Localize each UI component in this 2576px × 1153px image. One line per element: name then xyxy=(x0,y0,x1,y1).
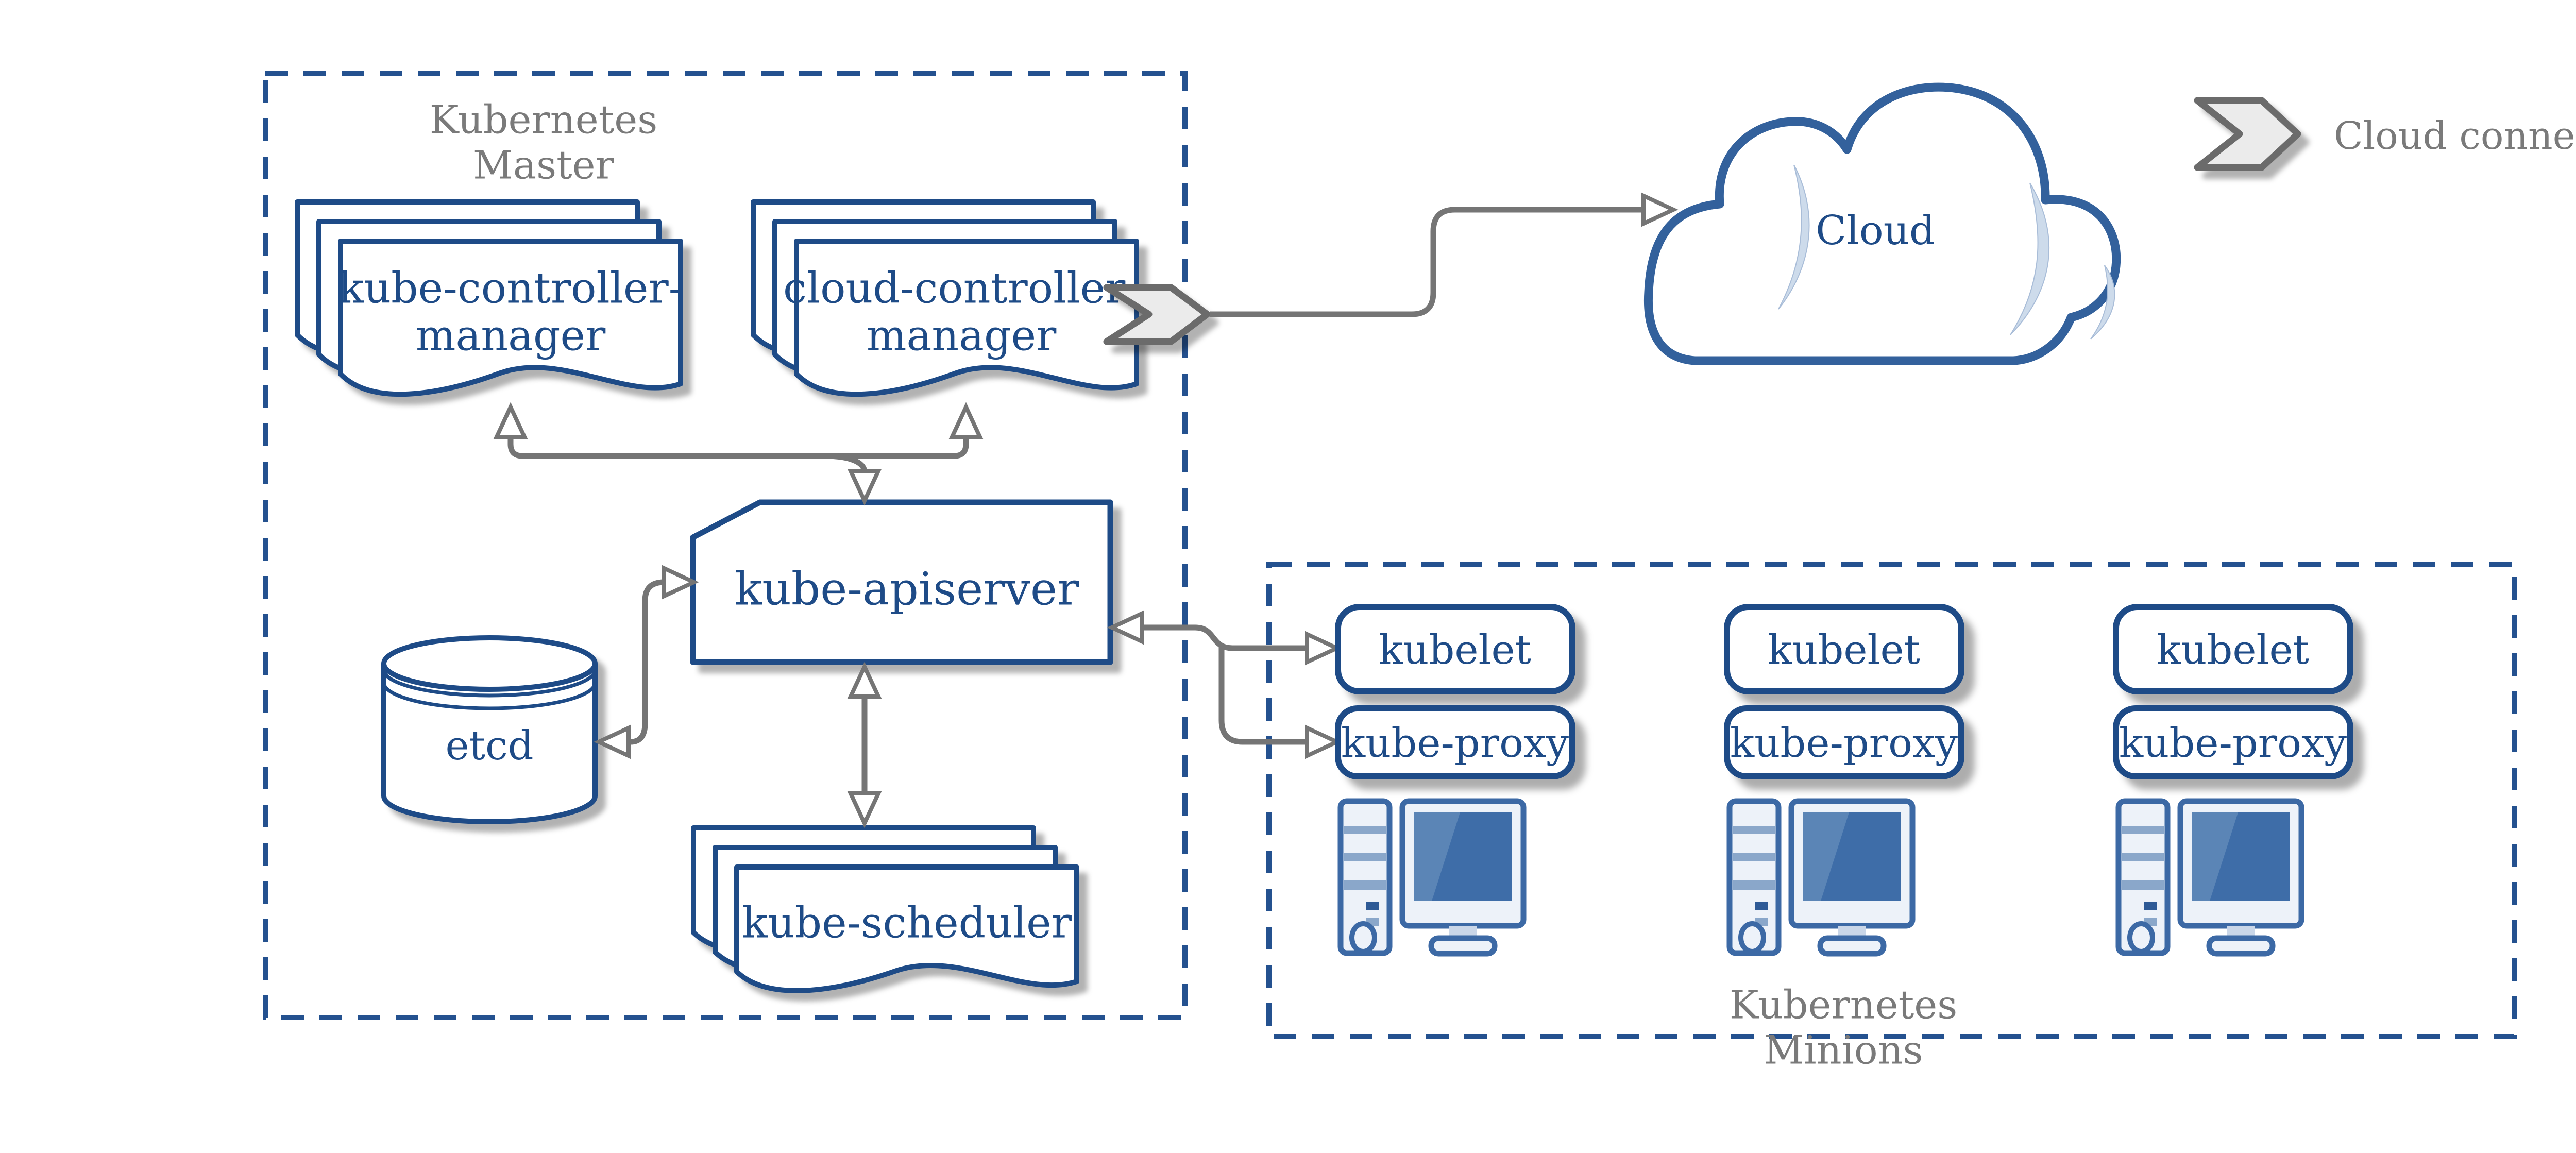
cloud-accent xyxy=(1778,164,1810,310)
etcd-label: etcd xyxy=(445,723,533,769)
arrowhead-up xyxy=(847,662,882,699)
kubernetes-minions-boundary xyxy=(1266,562,2517,1039)
minion-node-1: kubelet kube-proxy xyxy=(1335,604,1575,954)
arrowhead-right xyxy=(1641,192,1679,227)
etcd-cylinder-top xyxy=(381,635,598,692)
arrowhead-right xyxy=(662,565,699,600)
kube-controller-manager-label-line2: manager xyxy=(416,312,606,361)
connector-ccm-to-cloud xyxy=(1210,192,1679,317)
kube-proxy-box xyxy=(1724,705,1964,779)
arrowhead-left xyxy=(1107,610,1144,645)
arrowhead-up xyxy=(493,402,528,439)
document-sheet xyxy=(734,864,1079,993)
minion-node-3: kubelet kube-proxy xyxy=(2113,604,2353,954)
kubelet-box xyxy=(1724,604,1964,694)
cloud-label: Cloud xyxy=(1816,208,1935,254)
etcd-ring xyxy=(382,682,597,710)
node-kube-apiserver: kube-apiserver xyxy=(690,499,1113,665)
kube-proxy-label: kube-proxy xyxy=(2119,720,2347,767)
master-title-line1: Kubernetes xyxy=(430,97,657,143)
cloud-connector-legend-label: Cloud connector xyxy=(2334,114,2576,158)
arrowhead-right xyxy=(1305,724,1342,759)
kubelet-label: kubelet xyxy=(2157,627,2309,673)
cloud-accent xyxy=(2090,265,2115,340)
node-etcd: etcd xyxy=(381,635,598,824)
arrowhead-left xyxy=(594,724,631,759)
kubernetes-master-boundary xyxy=(263,71,1188,1020)
kube-proxy-box xyxy=(1335,705,1575,779)
arrowhead-down xyxy=(847,469,882,506)
etcd-cylinder-body xyxy=(381,664,598,824)
connector-apiserver-etcd xyxy=(594,565,699,759)
kubelet-box xyxy=(1335,604,1575,694)
computer-icon xyxy=(1341,801,1523,954)
document-sheet xyxy=(338,239,683,397)
kubelet-label: kubelet xyxy=(1768,627,1920,673)
kube-proxy-box xyxy=(2113,705,2353,779)
connector-apiserver-kubelet xyxy=(1107,610,1342,759)
minions-title-line2: Minions xyxy=(1764,1027,1923,1073)
computer-icon xyxy=(2119,801,2301,954)
node-cloud: Cloud xyxy=(1643,82,2121,365)
apiserver-card-shape xyxy=(690,499,1113,665)
node-kube-scheduler: kube-scheduler xyxy=(691,825,1079,993)
kubelet-label: kubelet xyxy=(1379,627,1531,673)
cloud-shape xyxy=(1643,82,2121,365)
node-kube-controller-manager: kube-controller- manager xyxy=(295,199,683,397)
etcd-ring xyxy=(382,669,597,698)
kubelet-box xyxy=(2113,604,2353,694)
document-sheet xyxy=(794,239,1139,397)
kube-proxy-label: kube-proxy xyxy=(1730,720,1958,767)
arrowhead-right xyxy=(1305,631,1342,666)
kube-apiserver-label: kube-apiserver xyxy=(735,563,1079,616)
minion-node-2: kubelet kube-proxy xyxy=(1724,604,1964,954)
master-title-line2: Master xyxy=(473,142,615,188)
minions-title-line1: Kubernetes xyxy=(1730,982,1957,1028)
cloud-accent xyxy=(2010,182,2050,335)
cloud-controller-manager-label-line2: manager xyxy=(867,312,1057,361)
cloud-connector-legend-icon xyxy=(2194,97,2301,171)
node-cloud-controller-manager: cloud-controller- manager xyxy=(751,199,1140,397)
kube-scheduler-label: kube-scheduler xyxy=(742,899,1072,948)
arrowhead-up xyxy=(948,402,984,439)
computer-icon xyxy=(1730,801,1912,954)
arrowhead-down xyxy=(847,791,882,828)
kube-controller-manager-label-line1: kube-controller- xyxy=(338,264,683,313)
cloud-controller-manager-label-line1: cloud-controller- xyxy=(783,264,1140,313)
cloud-connector-icon xyxy=(1103,284,1211,345)
connector-controllers-to-apiserver xyxy=(493,402,984,506)
legend-cloud-connector: Cloud connector xyxy=(2194,97,2576,171)
kube-proxy-label: kube-proxy xyxy=(1341,720,1569,767)
connector-apiserver-scheduler xyxy=(847,662,882,828)
